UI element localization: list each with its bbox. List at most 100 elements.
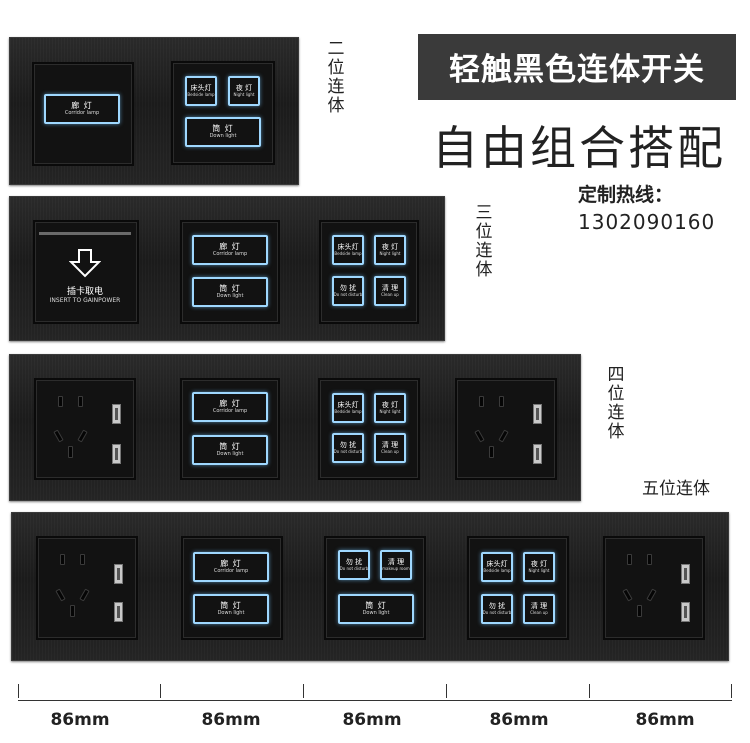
dnd-cn: 勿 扰: [488, 601, 506, 610]
banner-title: 轻触黑色连体开关: [449, 52, 705, 88]
bedside-button[interactable]: 床头灯 Bedside lamp: [481, 552, 513, 582]
usb-port-icon[interactable]: [114, 564, 123, 584]
corridor-button[interactable]: 廊 灯 Corridor lamp: [193, 552, 269, 582]
dnd-en: Do not disturb: [482, 610, 512, 616]
down-cn: 筒 灯: [365, 600, 387, 610]
dnd-button[interactable]: 勿 扰 Do not disturb: [332, 276, 364, 306]
socket-module: [603, 536, 705, 640]
usb-port-icon[interactable]: [112, 444, 121, 464]
socket-hole: [489, 446, 494, 458]
socket-hole: [637, 605, 642, 617]
dimension-label: 86mm: [50, 710, 110, 730]
night-cn: 夜 灯: [381, 400, 399, 409]
socket-hole: [498, 429, 509, 443]
dimension-label: 86mm: [201, 710, 261, 730]
module-corridor-large: 廊 灯 Corridor lamp: [32, 62, 134, 166]
socket-hole: [79, 588, 90, 602]
down-cn: 筒 灯: [212, 123, 234, 133]
socket-hole: [78, 396, 83, 407]
usb-port-icon[interactable]: [533, 404, 542, 424]
down-cn: 筒 灯: [219, 441, 241, 451]
dnd-en: Do not disturb: [333, 449, 363, 455]
usb-port-icon[interactable]: [112, 404, 121, 424]
clean-cn: 清 理: [381, 283, 399, 292]
module-quad: 床头灯 Bedside lamp 夜 灯 Night light 勿 扰 Do …: [319, 220, 419, 324]
socket-hole: [80, 554, 85, 565]
corridor-cn: 廊 灯: [220, 558, 242, 568]
corridor-en: Corridor lamp: [212, 251, 248, 258]
corridor-cn: 廊 灯: [219, 398, 241, 408]
makeup-cn: 清 理: [387, 557, 405, 566]
dimension-label: 86mm: [489, 710, 549, 730]
down-cn: 筒 灯: [219, 283, 241, 293]
bedside-button[interactable]: 床头灯 Bedside lamp: [332, 235, 364, 265]
down-en: Down light: [362, 610, 390, 617]
clean-en: Clean up: [381, 292, 399, 298]
dimension-tick: [160, 684, 161, 698]
dimension-tick: [589, 684, 590, 698]
dnd-button[interactable]: 勿 扰 Do not disturb: [332, 433, 364, 463]
dimension-tick: [731, 684, 732, 698]
banner-subtitle: 自由组合搭配: [432, 121, 726, 175]
label-two: 二位连体: [327, 39, 345, 116]
bedside-cn: 床头灯: [190, 83, 212, 92]
socket-module: [36, 536, 138, 640]
down-en: Down light: [209, 133, 237, 140]
dnd-button[interactable]: 勿 扰 Do not disturb: [481, 594, 513, 624]
socket-hole: [68, 446, 73, 458]
dnd-cn: 勿 扰: [339, 440, 357, 449]
clean-button[interactable]: 清 理 Clean up: [523, 594, 555, 624]
bedside-button[interactable]: 床头灯 Bedside lamp: [185, 76, 217, 106]
clean-button[interactable]: 清 理 Clean up: [374, 433, 406, 463]
dimension-label: 86mm: [342, 710, 402, 730]
socket-hole: [77, 429, 88, 443]
night-button[interactable]: 夜 灯 Night light: [374, 235, 406, 265]
night-cn: 夜 灯: [381, 242, 399, 251]
corridor-cn: 廊 灯: [219, 241, 241, 251]
clean-button[interactable]: 清 理 Clean up: [374, 276, 406, 306]
night-en: Night light: [379, 409, 401, 415]
usb-port-icon[interactable]: [681, 564, 690, 584]
dnd-en: Do not disturb: [339, 566, 369, 572]
night-button[interactable]: 夜 灯 Night light: [374, 393, 406, 423]
socket-hole: [53, 429, 64, 443]
night-button[interactable]: 夜 灯 Night light: [228, 76, 260, 106]
down-button[interactable]: 筒 灯 Down light: [192, 435, 268, 465]
corridor-en: Corridor lamp: [213, 568, 249, 575]
socket-hole: [55, 588, 66, 602]
down-button[interactable]: 筒 灯 Down light: [192, 277, 268, 307]
bedside-cn: 床头灯: [486, 559, 508, 568]
bedside-button[interactable]: 床头灯 Bedside lamp: [332, 393, 364, 423]
bedside-en: Bedside lamp: [334, 251, 362, 257]
hotline-number: 1302090160: [578, 210, 716, 234]
dnd-button[interactable]: 勿 扰 Do not disturb: [338, 550, 370, 580]
hotline-label: 定制热线：: [578, 184, 674, 206]
corridor-en: Corridor lamp: [64, 110, 100, 117]
makeup-button[interactable]: 清 理 makeup room: [380, 550, 412, 580]
night-button[interactable]: 夜 灯 Night light: [523, 552, 555, 582]
night-en: Night light: [528, 568, 550, 574]
socket-hole: [479, 396, 484, 407]
card-en: INSERT TO GAINPOWER: [49, 297, 121, 304]
socket-hole: [627, 554, 632, 565]
down-button[interactable]: 筒 灯 Down light: [185, 117, 261, 147]
down-cn: 筒 灯: [220, 600, 242, 610]
usb-port-icon[interactable]: [533, 444, 542, 464]
clean-en: Clean up: [530, 610, 548, 616]
clean-en: Clean up: [381, 449, 399, 455]
corridor-button[interactable]: 廊 灯 Corridor lamp: [192, 392, 268, 422]
corridor-button[interactable]: 廊 灯 Corridor lamp: [44, 94, 120, 124]
module-double: 廊 灯 Corridor lamp 筒 灯 Down light: [180, 378, 280, 480]
module-double: 廊 灯 Corridor lamp 筒 灯 Down light: [181, 536, 283, 640]
makeup-en: makeup room: [382, 566, 410, 572]
socket-hole: [474, 429, 485, 443]
usb-port-icon[interactable]: [114, 602, 123, 622]
corridor-button[interactable]: 廊 灯 Corridor lamp: [192, 235, 268, 265]
down-button[interactable]: 筒 灯 Down light: [338, 594, 414, 624]
usb-port-icon[interactable]: [681, 602, 690, 622]
socket-module: [34, 378, 136, 480]
clean-cn: 清 理: [530, 601, 548, 610]
down-button[interactable]: 筒 灯 Down light: [193, 594, 269, 624]
module-triple: 勿 扰 Do not disturb 清 理 makeup room 筒 灯 D…: [324, 536, 426, 640]
bedside-en: Bedside lamp: [334, 409, 362, 415]
